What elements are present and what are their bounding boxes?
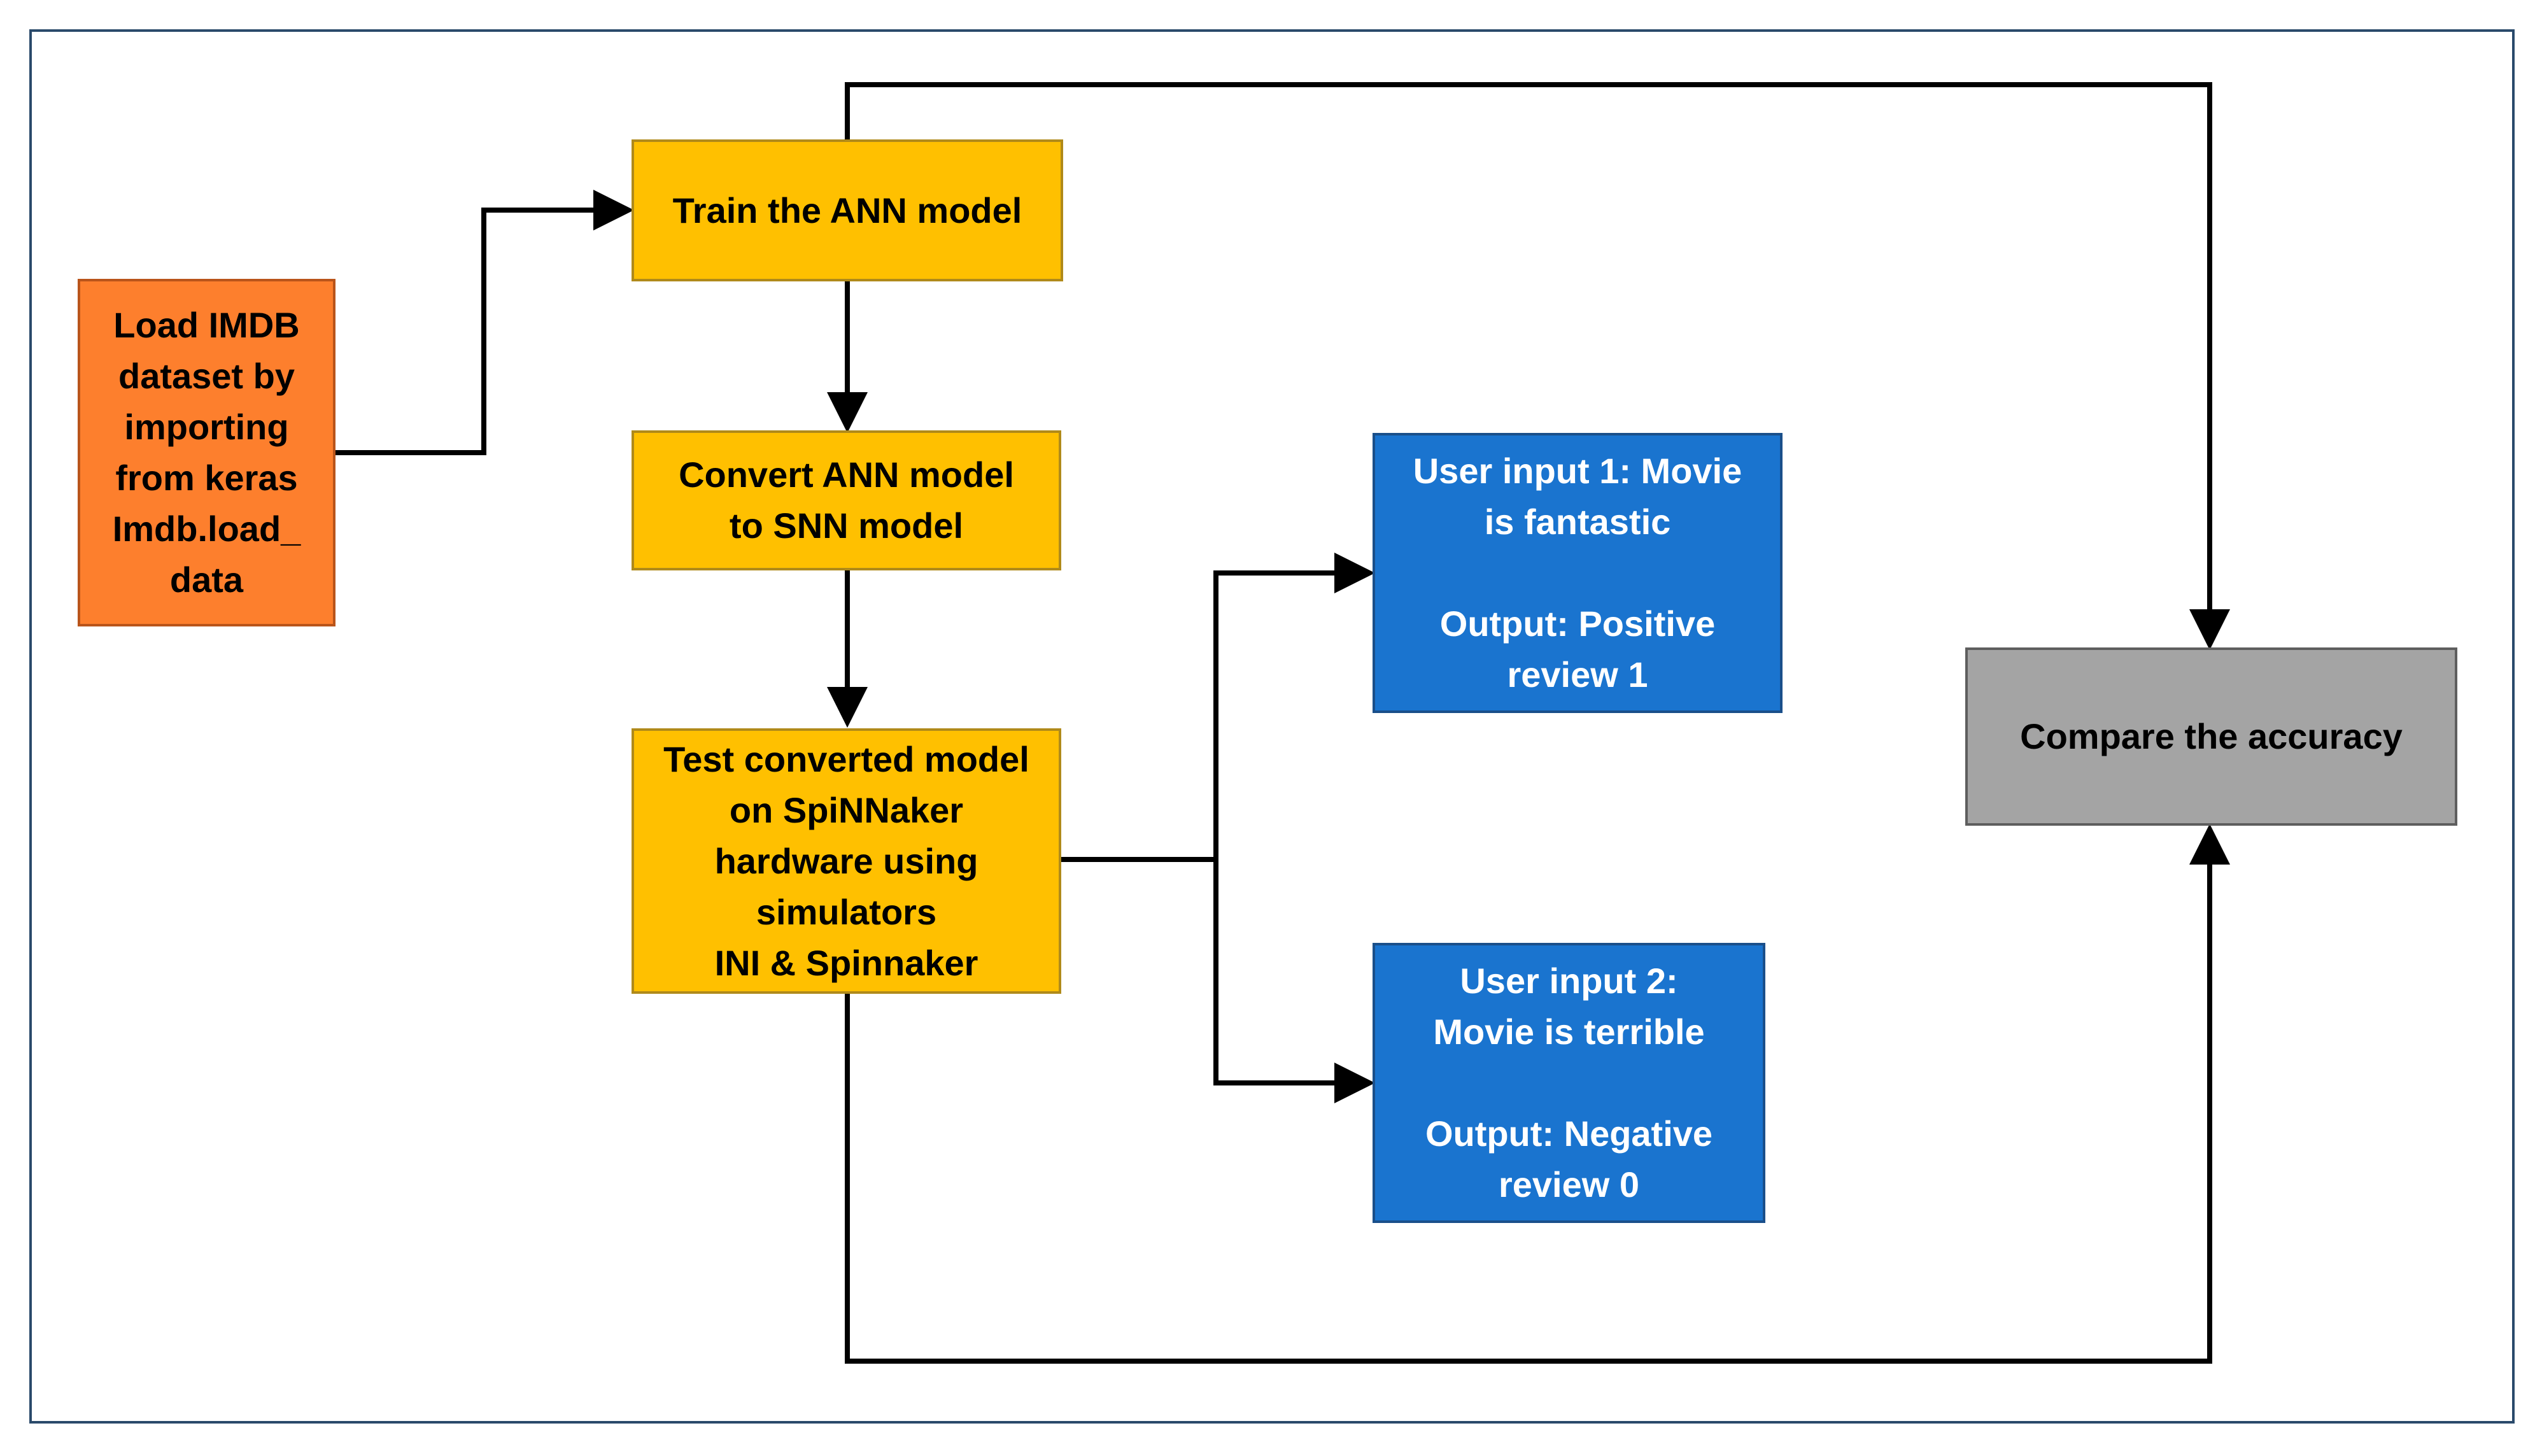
node-test-spinnaker-label: Test converted model on SpiNNaker hardwa… — [663, 739, 1029, 983]
node-test-spinnaker: Test converted model on SpiNNaker hardwa… — [632, 728, 1061, 994]
node-load-imdb: Load IMDB dataset by importing from kera… — [78, 279, 335, 626]
edge-test-to-compare — [845, 824, 2230, 1364]
edge-load-to-train — [335, 190, 634, 455]
node-user-input-2-label: User input 2: Movie is terrible Output: … — [1425, 961, 1713, 1205]
node-train-ann: Train the ANN model — [632, 139, 1063, 281]
edge-test-to-user2 — [1213, 859, 1375, 1103]
edge-train-to-compare — [845, 82, 2230, 650]
node-compare-accuracy-label: Compare the accuracy — [2020, 716, 2403, 756]
node-convert-snn-label: Convert ANN model to SNN model — [679, 455, 1014, 546]
node-compare-accuracy: Compare the accuracy — [1965, 647, 2457, 826]
node-user-input-2: User input 2: Movie is terrible Output: … — [1373, 943, 1765, 1223]
edge-test-to-user1 — [1061, 553, 1375, 862]
node-load-imdb-label: Load IMDB dataset by importing from kera… — [112, 305, 301, 600]
node-user-input-1-label: User input 1: Movie is fantastic Output:… — [1413, 451, 1742, 695]
node-user-input-1: User input 1: Movie is fantastic Output:… — [1373, 433, 1783, 713]
node-train-ann-label: Train the ANN model — [672, 190, 1022, 230]
node-convert-snn: Convert ANN model to SNN model — [632, 430, 1061, 570]
